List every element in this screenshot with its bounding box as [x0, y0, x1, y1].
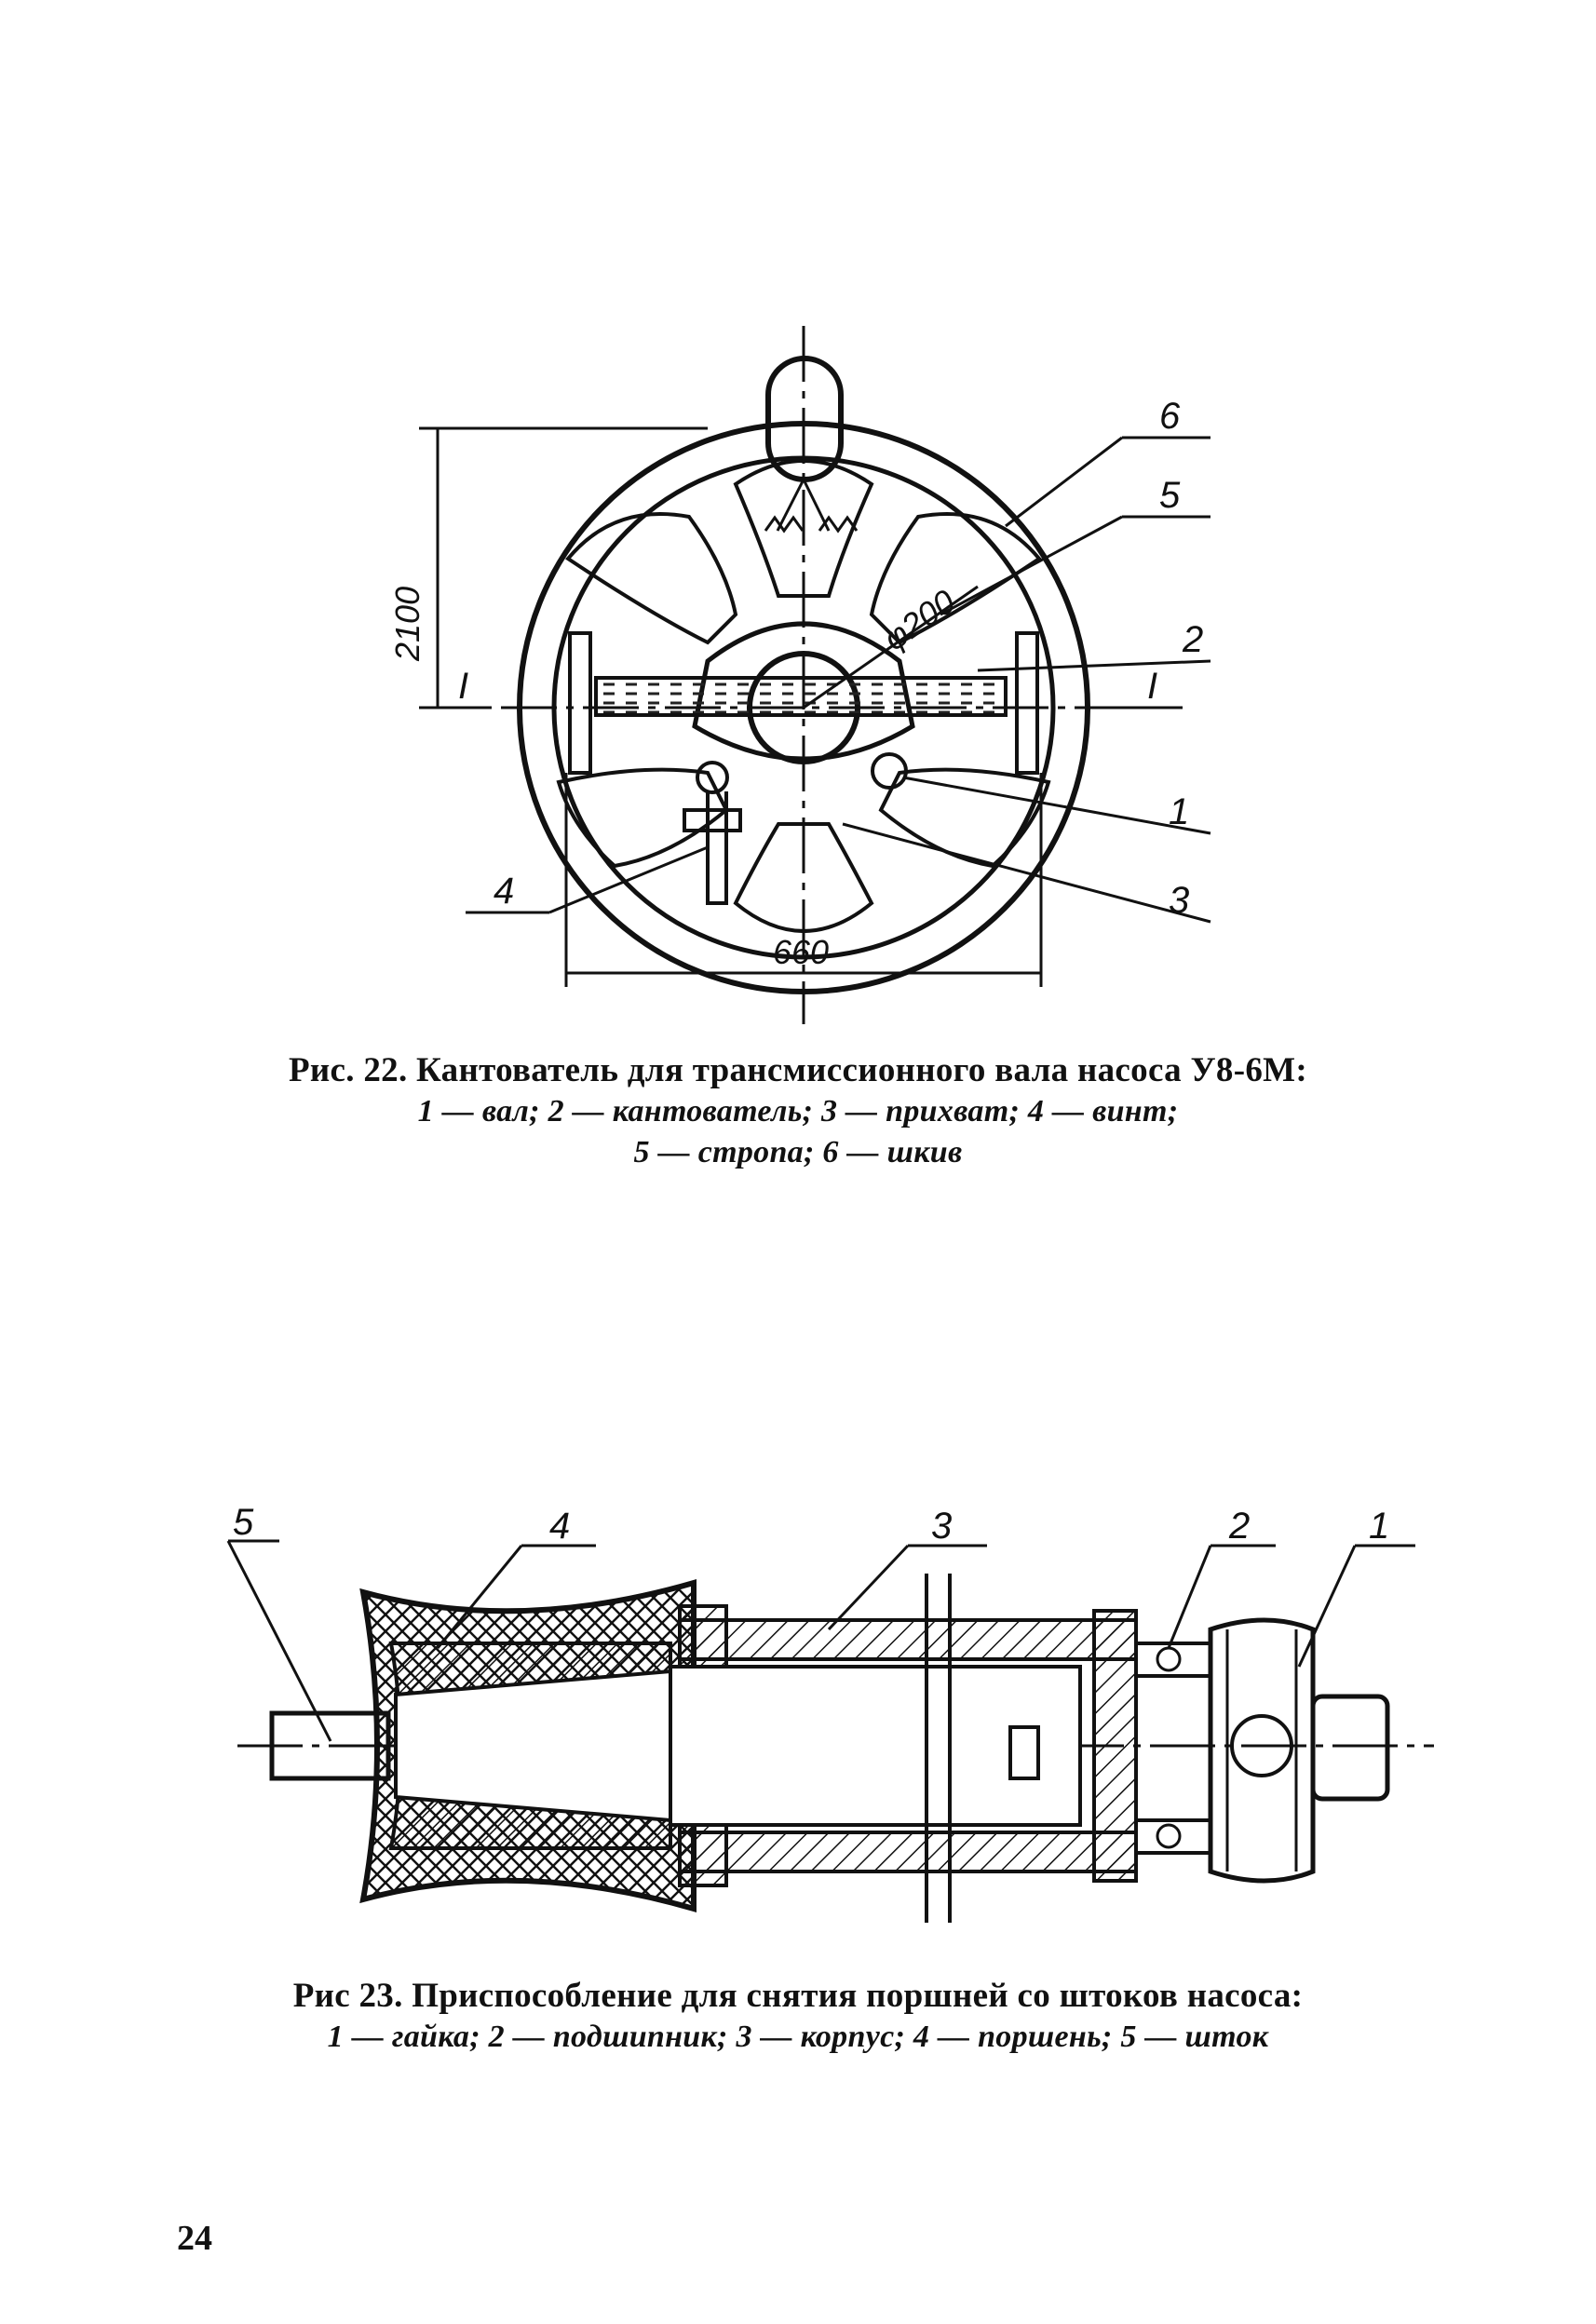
callout-3: 3 [931, 1506, 952, 1547]
callout-2: 2 [1182, 619, 1203, 660]
callout-5: 5 [233, 1502, 254, 1543]
pulley-turner-drawing: 2100 φ200 660 I I 6 5 2 1 4 3 [388, 326, 1211, 1024]
dimension-width-label: 660 [773, 933, 829, 971]
figure-23-caption-title: Рис 23. Приспособление для снятия поршне… [292, 1977, 1304, 2015]
callout-4: 4 [494, 871, 514, 912]
callout-4: 4 [549, 1506, 570, 1547]
callout-1: 1 [1169, 791, 1189, 832]
figure-22-drawing: 2100 φ200 660 I I 6 5 2 1 4 3 [0, 307, 1596, 1052]
section-label-left: I [458, 666, 468, 707]
callout-6: 6 [1159, 396, 1181, 437]
section-label-right: I [1147, 666, 1157, 707]
figure-22-caption: Рис. 22. Кантователь для трансмиссионног… [0, 1050, 1596, 1173]
callout-5: 5 [1159, 475, 1181, 516]
figure-23-drawing: 5 4 3 2 1 [0, 1480, 1596, 1946]
dimension-height-label: 2100 [388, 587, 426, 662]
callout-3: 3 [1169, 880, 1189, 921]
figure-22-caption-title: Рис. 22. Кантователь для трансмиссионног… [289, 1051, 1307, 1089]
callout-2: 2 [1228, 1506, 1250, 1547]
dimension-diameter-label: φ200 [876, 582, 962, 658]
piston-removal-fixture-drawing: 5 4 3 2 1 [226, 1502, 1434, 1923]
figure-23-caption: Рис 23. Приспособление для снятия поршне… [0, 1976, 1596, 2058]
callout-1: 1 [1369, 1506, 1389, 1547]
figure-22-caption-legend-2: 5 — стропа; 6 — шкив [633, 1135, 963, 1169]
page-number: 24 [177, 2219, 212, 2258]
figure-22-caption-legend-1: 1 — вал; 2 — кантователь; 3 — прихват; 4… [417, 1094, 1179, 1128]
figure-23-caption-legend: 1 — гайка; 2 — подшипник; 3 — корпус; 4 … [327, 2020, 1269, 2054]
